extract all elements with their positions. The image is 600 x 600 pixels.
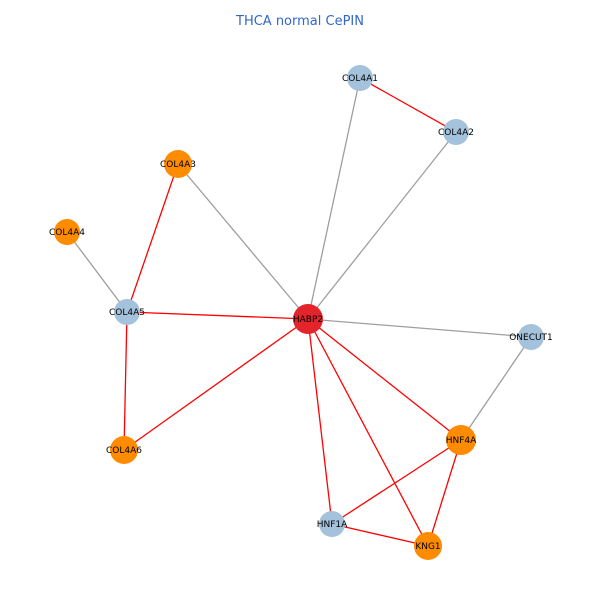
edge-COL4A2-HABP2 [307,131,457,320]
edge-HABP2-HNF4A [307,318,462,441]
node-HABP2 [293,304,323,334]
node-COL4A6 [110,436,138,464]
node-ONECUT1 [518,324,544,350]
edge-COL4A3-COL4A5 [126,163,179,313]
edge-HABP2-KNG1 [307,318,429,547]
node-label-COL4A6: COL4A6 [106,446,142,456]
node-COL4A3 [164,150,192,178]
node-COL4A5 [114,299,140,325]
edge-HNF4A-HNF1A [331,439,462,525]
node-COL4A1 [347,65,373,91]
plot-title: THCA normal CePIN [236,14,364,29]
node-COL4A2 [443,119,469,145]
node-HNF4A [446,425,476,455]
node-label-COL4A2: COL4A2 [438,128,474,138]
edge-COL4A5-COL4A6 [123,311,128,451]
edge-COL4A1-COL4A2 [359,77,457,133]
node-label-COL4A4: COL4A4 [49,228,85,238]
node-label-HNF1A: HNF1A [317,520,348,530]
node-HNF1A [319,511,345,537]
node-KNG1 [414,532,442,560]
edge-COL4A5-HABP2 [126,311,309,320]
edge-HNF1A-KNG1 [331,523,429,547]
node-label-COL4A5: COL4A5 [109,308,145,318]
edge-COL4A4-COL4A5 [66,231,128,313]
node-label-ONECUT1: ONECUT1 [509,333,553,343]
edge-ONECUT1-HABP2 [307,318,532,338]
node-label-COL4A3: COL4A3 [160,160,196,170]
node-label-HABP2: HABP2 [293,315,323,325]
node-label-KNG1: KNG1 [415,542,440,552]
edge-COL4A6-HABP2 [123,318,309,451]
node-label-HNF4A: HNF4A [446,436,477,446]
edge-COL4A1-HABP2 [307,77,361,320]
edge-ONECUT1-HNF4A [460,336,532,441]
edge-HABP2-HNF1A [307,318,333,525]
edge-HNF4A-KNG1 [427,439,462,547]
node-label-COL4A1: COL4A1 [342,74,378,84]
edge-COL4A3-HABP2 [177,163,309,320]
node-COL4A4 [54,219,80,245]
